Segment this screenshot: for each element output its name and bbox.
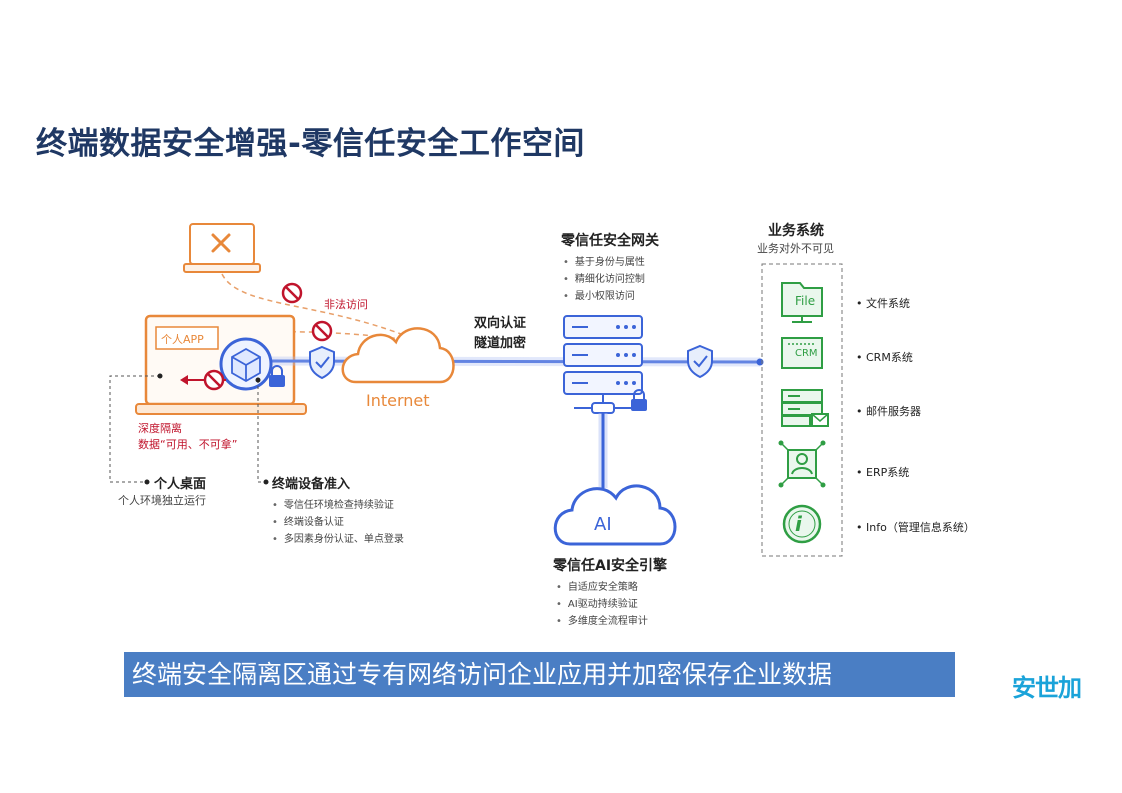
block-icon xyxy=(281,282,303,304)
gateway-item: •最小权限访问 xyxy=(563,291,635,302)
lock-icon xyxy=(631,389,647,411)
business-subtitle: 业务对外不可见 xyxy=(757,242,834,255)
file-icon-text: File xyxy=(795,294,816,308)
ai-cloud-icon xyxy=(553,484,677,546)
business-systems-box xyxy=(761,263,843,557)
system-label: • 邮件服务器 xyxy=(856,405,921,418)
summary-banner: 终端安全隔离区通过专有网络访问企业应用并加密保存企业数据 xyxy=(124,652,955,697)
ai-engine-item: •AI驱动持续验证 xyxy=(556,599,638,610)
internet-cloud-icon xyxy=(341,327,455,384)
isolation-cube-icon xyxy=(219,337,273,391)
crm-icon-text: CRM xyxy=(795,348,818,359)
gateway-server-icon xyxy=(563,315,643,414)
admission-item: •终端设备认证 xyxy=(272,517,344,528)
ai-engine-item: •自适应安全策略 xyxy=(556,582,638,593)
tunnel-label-2: 隧道加密 xyxy=(474,336,527,351)
block-icon xyxy=(203,369,225,391)
page-title: 终端数据安全增强-零信任安全工作空间 xyxy=(36,126,585,162)
desktop-title: 个人桌面 xyxy=(154,477,207,492)
lock-icon xyxy=(269,365,285,387)
unauthorized-laptop-icon xyxy=(183,223,261,273)
file-system-icon xyxy=(781,282,823,323)
business-title: 业务系统 xyxy=(768,223,824,239)
illegal-access-line xyxy=(221,273,432,348)
admission-item: •多因素身份认证、单点登录 xyxy=(272,534,404,545)
system-label: • 文件系统 xyxy=(856,297,910,310)
isolation-desc: 数据“可用、不可拿” xyxy=(138,438,238,451)
gateway-title: 零信任安全网关 xyxy=(561,233,659,249)
illegal-access-label: 非法访问 xyxy=(324,298,368,311)
shield-icon xyxy=(687,344,713,379)
isolation-title: 深度隔离 xyxy=(138,422,182,435)
internet-label: Internet xyxy=(366,391,430,410)
system-label: • Info（管理信息系统） xyxy=(856,521,975,534)
system-label: • CRM系统 xyxy=(856,351,913,364)
info-icon-glyph: i xyxy=(795,512,802,536)
system-label: • ERP系统 xyxy=(856,466,910,479)
ai-engine-item: •多维度全流程审计 xyxy=(556,616,648,627)
desktop-desc: 个人环境独立运行 xyxy=(118,494,206,507)
shield-icon xyxy=(309,345,335,380)
admission-title: 终端设备准入 xyxy=(272,477,351,492)
gateway-item: •基于身份与属性 xyxy=(563,257,645,268)
ai-icon-label: AI xyxy=(594,514,612,535)
info-system-icon xyxy=(782,504,822,544)
tunnel-label-1: 双向认证 xyxy=(474,316,527,331)
crm-system-icon xyxy=(781,337,823,369)
admission-item: •零信任环境检查持续验证 xyxy=(272,500,394,511)
personal-app-label: 个人APP xyxy=(161,333,204,346)
erp-system-icon xyxy=(778,440,826,488)
company-logo: 安世加 xyxy=(1012,674,1082,702)
block-icon xyxy=(311,320,333,342)
ai-engine-title: 零信任AI安全引擎 xyxy=(553,558,668,574)
mail-server-icon xyxy=(781,389,829,427)
gateway-item: •精细化访问控制 xyxy=(563,274,645,285)
